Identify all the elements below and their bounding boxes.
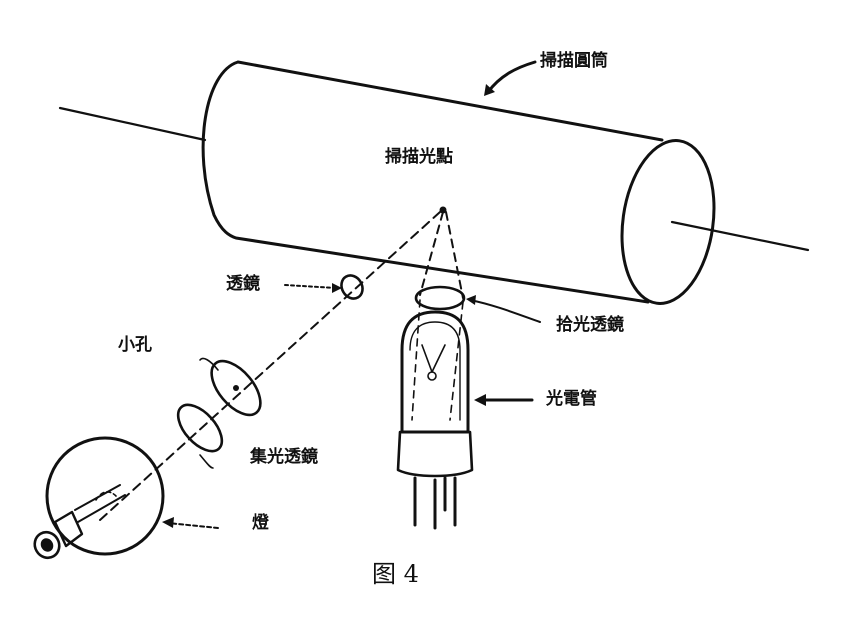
small-lens [340,274,364,300]
label-phototube: 光電管 [545,388,597,409]
illumination-path [99,211,441,521]
label-condenser-lens: 集光透鏡 [249,446,318,467]
pinhole-disc [199,357,262,417]
label-scan-drum: 掃描圓筒 [540,50,608,71]
figure-caption: 图 4 [372,560,419,588]
pickup-lens [414,285,466,311]
scan-spot-point [439,206,447,214]
lamp-bulb [33,436,165,560]
label-pinhole: 小孔 [118,335,152,355]
label-lens: 透鏡 [226,273,260,294]
label-pickup-lens: 拾光透鏡 [556,314,624,335]
label-lamp: 燈 [252,512,270,533]
pointer-arrows [162,60,541,529]
label-scan-spot: 掃描光點 [385,146,453,167]
phototube [396,310,474,530]
scan-drum [201,60,716,305]
condenser-lens [176,403,224,469]
axle-shaft [58,106,810,252]
